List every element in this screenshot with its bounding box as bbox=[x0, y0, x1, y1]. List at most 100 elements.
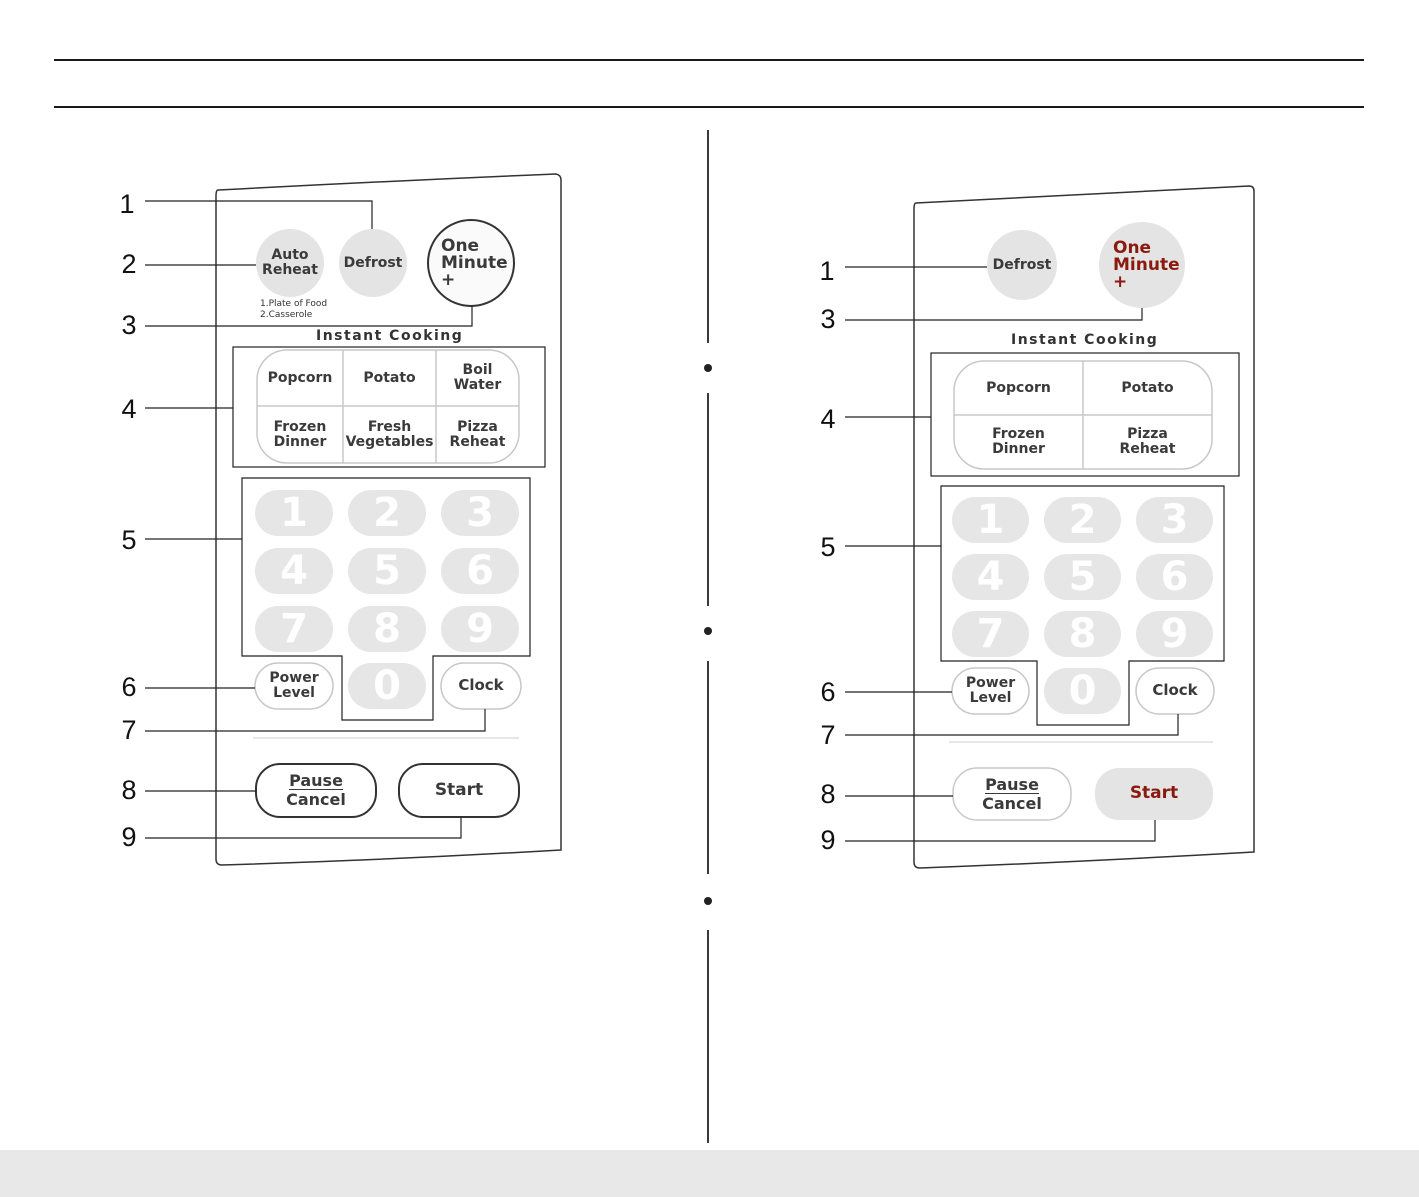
popcorn-button[interactable]: Popcorn bbox=[986, 379, 1051, 396]
leader-7 bbox=[845, 714, 1179, 736]
start-button[interactable]: Start bbox=[434, 779, 484, 800]
one-minute-button-shape bbox=[427, 219, 515, 307]
key-4[interactable]: 4 bbox=[280, 548, 308, 594]
key-4[interactable]: 4 bbox=[976, 554, 1005, 600]
pause-cancel-button[interactable]: Pause Cancel bbox=[256, 764, 376, 817]
key-5[interactable]: 5 bbox=[1068, 554, 1097, 600]
key-2[interactable]: 2 bbox=[373, 490, 401, 536]
start-button[interactable]: Start bbox=[1129, 783, 1179, 804]
key-1[interactable]: 1 bbox=[280, 490, 308, 536]
keypad-outline bbox=[940, 485, 1225, 726]
footer-bar bbox=[0, 1150, 1419, 1197]
callout-2: 2 bbox=[121, 249, 137, 279]
key-0[interactable]: 0 bbox=[373, 663, 401, 709]
key-0-shape bbox=[1044, 668, 1121, 714]
key-9[interactable]: 9 bbox=[466, 606, 494, 652]
callout-5: 5 bbox=[820, 532, 836, 562]
clock-button-shape bbox=[1135, 667, 1215, 715]
key-2[interactable]: 2 bbox=[1068, 497, 1097, 543]
left-control-panel: 1 2 3 4 5 6 7 8 9 Auto Reheat Defrost On… bbox=[0, 0, 700, 900]
power-level-button-shape bbox=[254, 662, 334, 710]
key-2-shape bbox=[1044, 497, 1121, 543]
boil-water-button[interactable]: Boil Water bbox=[453, 362, 502, 393]
leader-3 bbox=[145, 306, 473, 327]
key-7[interactable]: 7 bbox=[976, 611, 1005, 657]
power-level-button[interactable]: Power Level bbox=[269, 670, 319, 701]
leader-3 bbox=[845, 308, 1143, 321]
instant-cooking-title: Instant Cooking bbox=[1011, 332, 1159, 348]
right-panel-graphics bbox=[845, 185, 1255, 869]
auto-reheat-option-2: 2.Casserole bbox=[260, 310, 313, 320]
callout-6: 6 bbox=[820, 677, 836, 707]
frozen-dinner-button[interactable]: Frozen Dinner bbox=[273, 418, 327, 450]
auto-reheat-options: 1.Plate of Food 2.Casserole bbox=[260, 299, 327, 321]
potato-button[interactable]: Potato bbox=[363, 369, 416, 386]
key-5-shape bbox=[348, 548, 426, 594]
key-8[interactable]: 8 bbox=[1068, 611, 1097, 657]
cancel-label: Cancel bbox=[982, 793, 1042, 813]
header-rule-bottom bbox=[54, 106, 1364, 108]
key-6[interactable]: 6 bbox=[466, 548, 494, 594]
callout-5: 5 bbox=[121, 525, 137, 555]
one-minute-button[interactable]: One Minute + bbox=[1099, 222, 1185, 308]
key-7-shape bbox=[952, 611, 1029, 657]
callout-7: 7 bbox=[820, 720, 836, 750]
defrost-button-shape bbox=[987, 230, 1057, 300]
callout-7: 7 bbox=[121, 715, 137, 745]
key-8-shape bbox=[348, 606, 426, 652]
fresh-vegetables-button[interactable]: Fresh Vegetables bbox=[345, 418, 434, 450]
potato-button[interactable]: Potato bbox=[1121, 379, 1174, 396]
defrost-button[interactable]: Defrost bbox=[992, 256, 1052, 273]
auto-reheat-button-shape bbox=[256, 229, 324, 297]
pause-label: Pause bbox=[985, 774, 1039, 794]
one-minute-label: One Minute + bbox=[441, 235, 508, 290]
defrost-button[interactable]: Defrost bbox=[343, 254, 403, 271]
key-7-shape bbox=[255, 606, 333, 652]
key-4-shape bbox=[255, 548, 333, 594]
callout-4: 4 bbox=[820, 404, 836, 434]
defrost-button-shape bbox=[339, 229, 407, 297]
key-3-shape bbox=[1136, 497, 1213, 543]
one-minute-button[interactable]: One Minute + bbox=[428, 220, 514, 306]
clock-button[interactable]: Clock bbox=[458, 676, 504, 695]
start-button-shape bbox=[398, 763, 520, 818]
pause-label: Pause bbox=[289, 771, 343, 790]
key-6-shape bbox=[441, 548, 519, 594]
key-9[interactable]: 9 bbox=[1160, 611, 1189, 657]
cancel-label: Cancel bbox=[286, 790, 346, 809]
power-level-button[interactable]: Power Level bbox=[965, 675, 1016, 706]
divider-dot bbox=[704, 364, 712, 372]
callout-1: 1 bbox=[119, 189, 135, 219]
key-9-shape bbox=[441, 606, 519, 652]
pizza-reheat-button[interactable]: Pizza Reheat bbox=[1119, 426, 1176, 457]
key-3[interactable]: 3 bbox=[466, 490, 494, 536]
callout-9: 9 bbox=[820, 825, 836, 855]
callout-3: 3 bbox=[121, 310, 137, 340]
divider-dot bbox=[704, 627, 712, 635]
key-1[interactable]: 1 bbox=[976, 497, 1005, 543]
auto-reheat-button[interactable]: Auto Reheat bbox=[262, 247, 318, 278]
key-6[interactable]: 6 bbox=[1160, 554, 1189, 600]
auto-reheat-option-1: 1.Plate of Food bbox=[260, 299, 328, 309]
key-5-shape bbox=[1044, 554, 1121, 600]
key-1-shape bbox=[952, 497, 1029, 543]
right-control-panel: 1 3 4 5 6 7 8 9 Defrost One Minute + Ins… bbox=[700, 0, 1419, 900]
key-5[interactable]: 5 bbox=[373, 548, 401, 594]
one-minute-label: One Minute + bbox=[1113, 237, 1180, 292]
leader-9 bbox=[145, 817, 462, 839]
callout-9: 9 bbox=[121, 822, 137, 852]
popcorn-button[interactable]: Popcorn bbox=[267, 369, 333, 386]
key-8-shape bbox=[1044, 611, 1121, 657]
callout-8: 8 bbox=[820, 779, 836, 809]
clock-button[interactable]: Clock bbox=[1152, 681, 1198, 700]
divider-dot bbox=[704, 897, 712, 905]
key-3[interactable]: 3 bbox=[1160, 497, 1189, 543]
pause-cancel-button[interactable]: Pause Cancel bbox=[953, 768, 1071, 820]
key-4-shape bbox=[952, 554, 1029, 600]
key-6-shape bbox=[1136, 554, 1213, 600]
key-7[interactable]: 7 bbox=[280, 606, 308, 652]
frozen-dinner-button[interactable]: Frozen Dinner bbox=[992, 426, 1045, 457]
key-0[interactable]: 0 bbox=[1068, 668, 1097, 714]
pizza-reheat-button[interactable]: Pizza Reheat bbox=[449, 418, 506, 450]
key-8[interactable]: 8 bbox=[373, 606, 401, 652]
